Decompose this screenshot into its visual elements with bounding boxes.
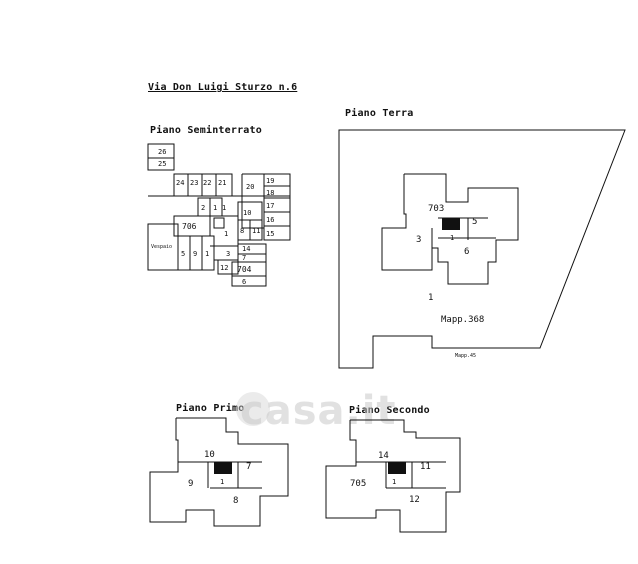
room-label: 17 xyxy=(266,202,274,210)
room-label: 6 xyxy=(242,278,246,286)
room-label: Mapp.368 xyxy=(441,315,484,325)
room-label: 2 xyxy=(201,204,205,212)
room-label: 18 xyxy=(266,189,274,197)
room-label: 21 xyxy=(218,179,226,187)
room-label: 705 xyxy=(350,479,366,489)
stair-block-primo xyxy=(214,462,232,474)
section-title-seminterrato: Piano Seminterrato xyxy=(150,125,262,136)
room-label: 26 xyxy=(158,148,166,156)
room-label: 6 xyxy=(464,247,469,257)
room-label: 3 xyxy=(226,250,230,258)
room-label: 706 xyxy=(182,222,197,231)
room-label: 1 xyxy=(392,478,396,486)
watermark-logo-icon xyxy=(236,392,270,426)
room-label: 19 xyxy=(266,177,274,185)
labels-primo: 10 7 9 1 8 xyxy=(188,450,251,506)
room-label: 10 xyxy=(243,209,251,217)
room-label: 1 xyxy=(205,250,209,258)
room-label: 704 xyxy=(237,265,252,274)
section-title-primo: Piano Primo xyxy=(176,403,245,414)
room-label: 15 xyxy=(266,230,274,238)
room-label: 7 xyxy=(242,254,246,262)
room-label: 8 xyxy=(233,496,238,506)
room-label: 5 xyxy=(181,250,185,258)
room-label: 16 xyxy=(266,216,274,224)
room-label: 12 xyxy=(220,264,228,272)
room-label: 7 xyxy=(246,462,251,472)
stair-block-secondo xyxy=(388,462,406,474)
room-label: 11 xyxy=(420,462,431,472)
labels-terra: 703 5 3 1 6 1 Mapp.368 Mapp.45 xyxy=(416,204,484,359)
room-label: 1 xyxy=(224,230,228,238)
room-label: 23 xyxy=(190,179,198,187)
room-label: 1 xyxy=(222,204,226,212)
labels-secondo: 14 11 705 1 12 xyxy=(350,451,431,505)
room-label: 24 xyxy=(176,179,184,187)
plan-terra xyxy=(338,129,626,369)
plan-secondo xyxy=(325,419,461,533)
room-label: 12 xyxy=(409,495,420,505)
room-label: 20 xyxy=(246,183,254,191)
room-label: 5 xyxy=(472,217,477,227)
room-label: 3 xyxy=(416,235,421,245)
room-label: 8 xyxy=(240,227,244,235)
room-label: Vespaio xyxy=(151,244,172,250)
room-label: 1 xyxy=(213,204,217,212)
stair-block-terra xyxy=(442,218,460,230)
room-label: 22 xyxy=(203,179,211,187)
section-title-secondo: Piano Secondo xyxy=(349,405,430,416)
section-title-terra: Piano Terra xyxy=(345,108,414,119)
room-label: 14 xyxy=(242,245,250,253)
room-label: 9 xyxy=(188,479,193,489)
labels-seminterrato: 26 25 24 23 22 21 20 19 18 17 16 15 10 8… xyxy=(151,148,274,286)
watermark: casa.it xyxy=(240,388,397,434)
room-label: 703 xyxy=(428,204,444,214)
address-title: Via Don Luigi Sturzo n.6 xyxy=(148,82,298,93)
plan-seminterrato xyxy=(147,143,291,287)
room-label: 25 xyxy=(158,160,166,168)
room-label: 1 xyxy=(428,293,433,303)
room-label: 1 xyxy=(450,234,454,242)
plan-primo xyxy=(149,417,289,527)
room-label: 10 xyxy=(204,450,215,460)
room-label: 11 xyxy=(252,227,260,235)
room-label: 9 xyxy=(193,250,197,258)
room-label: Mapp.45 xyxy=(455,353,476,359)
room-label: 14 xyxy=(378,451,389,461)
room-label: 1 xyxy=(220,478,224,486)
